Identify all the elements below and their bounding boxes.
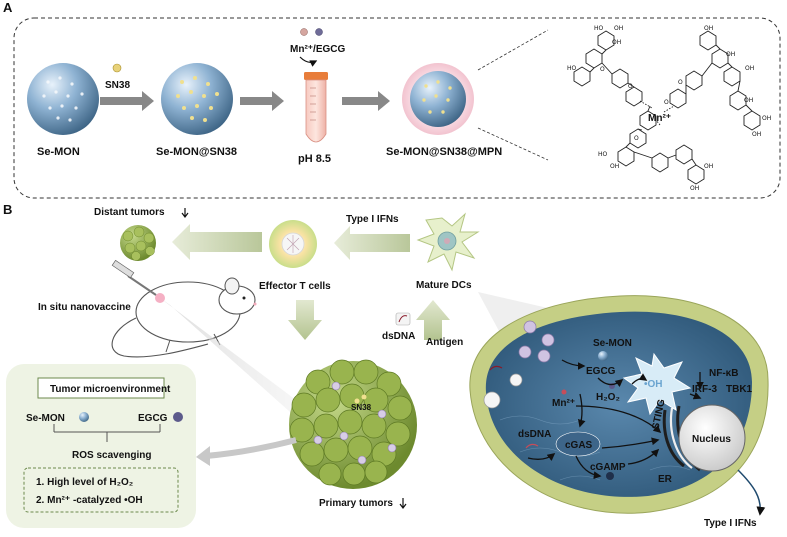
svg-text:OH: OH <box>704 163 713 170</box>
zoom-line-bottom <box>477 127 549 161</box>
mn-ion-icon <box>300 28 308 36</box>
cell-er-label: ER <box>658 474 673 485</box>
tme-panel <box>6 364 196 528</box>
antigen-label: Antigen <box>426 337 463 348</box>
svg-text:OH: OH <box>745 65 754 72</box>
mouse-icon <box>111 259 257 358</box>
svg-text:OH: OH <box>690 185 699 192</box>
primary-tumors-label: Primary tumors <box>319 498 393 509</box>
svg-text:O: O <box>664 99 669 106</box>
dsdna-label: dsDNA <box>382 331 415 342</box>
down-arrow-icon <box>399 498 407 509</box>
tumor-cell <box>469 295 769 514</box>
arrow-3 <box>342 91 390 111</box>
cell-mn-label: Mn²⁺ <box>552 398 575 409</box>
arrow-antigen-to-dc <box>416 300 450 340</box>
svg-text:OH: OH <box>762 115 771 122</box>
ifn-export-arrow <box>737 469 766 516</box>
cell-nfkb-label: NF-κB <box>709 368 738 379</box>
sn38-molecule-icon <box>112 63 122 73</box>
svg-text:OH: OH <box>752 131 761 138</box>
type-ifns-top-label: Type I IFNs <box>346 214 399 225</box>
svg-text:OH: OH <box>704 25 713 32</box>
arrow-t-cells-to-tumor <box>288 300 322 340</box>
distant-tumors-label: Distant tumors <box>94 207 165 218</box>
svg-text:HO: HO <box>567 65 577 72</box>
egcg-dot-icon <box>173 412 183 422</box>
semon-dot-icon <box>79 412 89 422</box>
ph-label: pH 8.5 <box>298 153 331 165</box>
svg-text:OH: OH <box>726 51 735 58</box>
cell-tbk1-label: TBK1 <box>726 384 753 395</box>
svg-text:O: O <box>634 135 639 142</box>
primary-tumor-icon <box>289 359 417 489</box>
arrow-tumor-to-tme-head <box>196 446 210 466</box>
distant-tumor-icon <box>120 225 156 261</box>
svg-text:O: O <box>600 66 605 73</box>
svg-text:OH: OH <box>614 25 623 32</box>
svg-text:HO: HO <box>598 151 608 158</box>
panel-b-letter: B <box>3 202 12 217</box>
cell-oh-label: •OH <box>644 379 663 390</box>
mn-egcg-label: Mn²⁺/EGCG <box>290 44 345 55</box>
dsdna-icon <box>395 312 411 326</box>
arrow-tumor-to-tme <box>205 437 297 459</box>
reaction-tube-icon <box>304 72 328 143</box>
cell-nucleus-label: Nucleus <box>692 434 731 445</box>
arrow-to-t-cells <box>334 226 410 260</box>
down-arrow-icon <box>181 208 189 218</box>
svg-text:O: O <box>628 83 633 90</box>
svg-text:OH: OH <box>610 163 619 170</box>
pour-arrow <box>299 56 318 67</box>
se-mon-sn38-mpn-particle-icon <box>402 63 474 135</box>
effector-t-cell-icon <box>269 220 317 268</box>
tme-title: Tumor microenvironment <box>50 384 171 395</box>
mn-center-label: Mn²⁺ <box>648 113 671 124</box>
panel-a-frame <box>13 17 781 199</box>
chem-group-labels: HO OH OH HO O O OH OH OH OH OH OH O O O … <box>567 25 771 192</box>
se-mon-particle-icon <box>27 63 99 135</box>
mature-dc-icon <box>416 212 480 272</box>
tme-item-1: 1. High level of H₂O₂ <box>36 477 133 488</box>
effector-t-cells-label: Effector T cells <box>259 281 331 292</box>
se-mon-label: Se-MON <box>37 146 80 158</box>
svg-text:HO: HO <box>594 25 604 32</box>
panel-a-letter: A <box>3 0 13 15</box>
zoom-line-top <box>477 29 549 71</box>
tme-item-2: 2. Mn²⁺ -catalyzed •OH <box>36 495 143 506</box>
cell-pathway-arrows <box>527 359 704 480</box>
cell-dsdna-label: dsDNA <box>518 429 551 440</box>
sn38-tumor-label: SN38 <box>351 403 372 412</box>
tme-egcg-label: EGCG <box>138 413 168 424</box>
cell-irf3-label: IRF-3 <box>692 384 717 395</box>
sn38-label: SN38 <box>105 80 130 91</box>
in-situ-nanovaccine-label: In situ nanovaccine <box>38 302 131 313</box>
arrow-2 <box>240 91 284 111</box>
se-mon-sn38-label: Se-MON@SN38 <box>156 146 237 158</box>
cell-h2o2-label: H₂O₂ <box>596 392 620 403</box>
cell-cgamp-label: cGAMP <box>590 462 626 473</box>
cell-egcg-label: EGCG <box>586 366 616 377</box>
egcg-molecule-icon <box>315 28 323 36</box>
tme-semon-label: Se-MON <box>26 413 65 424</box>
approaching-nanoparticles <box>483 320 555 409</box>
arrow-to-distant-tumor <box>172 224 262 260</box>
svg-text:OH: OH <box>744 97 753 104</box>
se-mon-sn38-mpn-label: Se-MON@SN38@MPN <box>386 146 502 158</box>
se-mon-sn38-particle-icon <box>161 63 233 135</box>
cell-semon-label: Se-MON <box>593 338 632 349</box>
svg-text:O: O <box>678 79 683 86</box>
mpn-chemical-structure <box>573 30 761 185</box>
cell-cgas-label: cGAS <box>565 440 593 451</box>
type-ifns-bottom-label: Type I IFNs <box>704 518 757 529</box>
mature-dcs-label: Mature DCs <box>416 280 472 291</box>
ros-scavenging-label: ROS scavenging <box>72 450 151 461</box>
arrow-1 <box>100 91 154 111</box>
svg-text:OH: OH <box>612 39 621 46</box>
